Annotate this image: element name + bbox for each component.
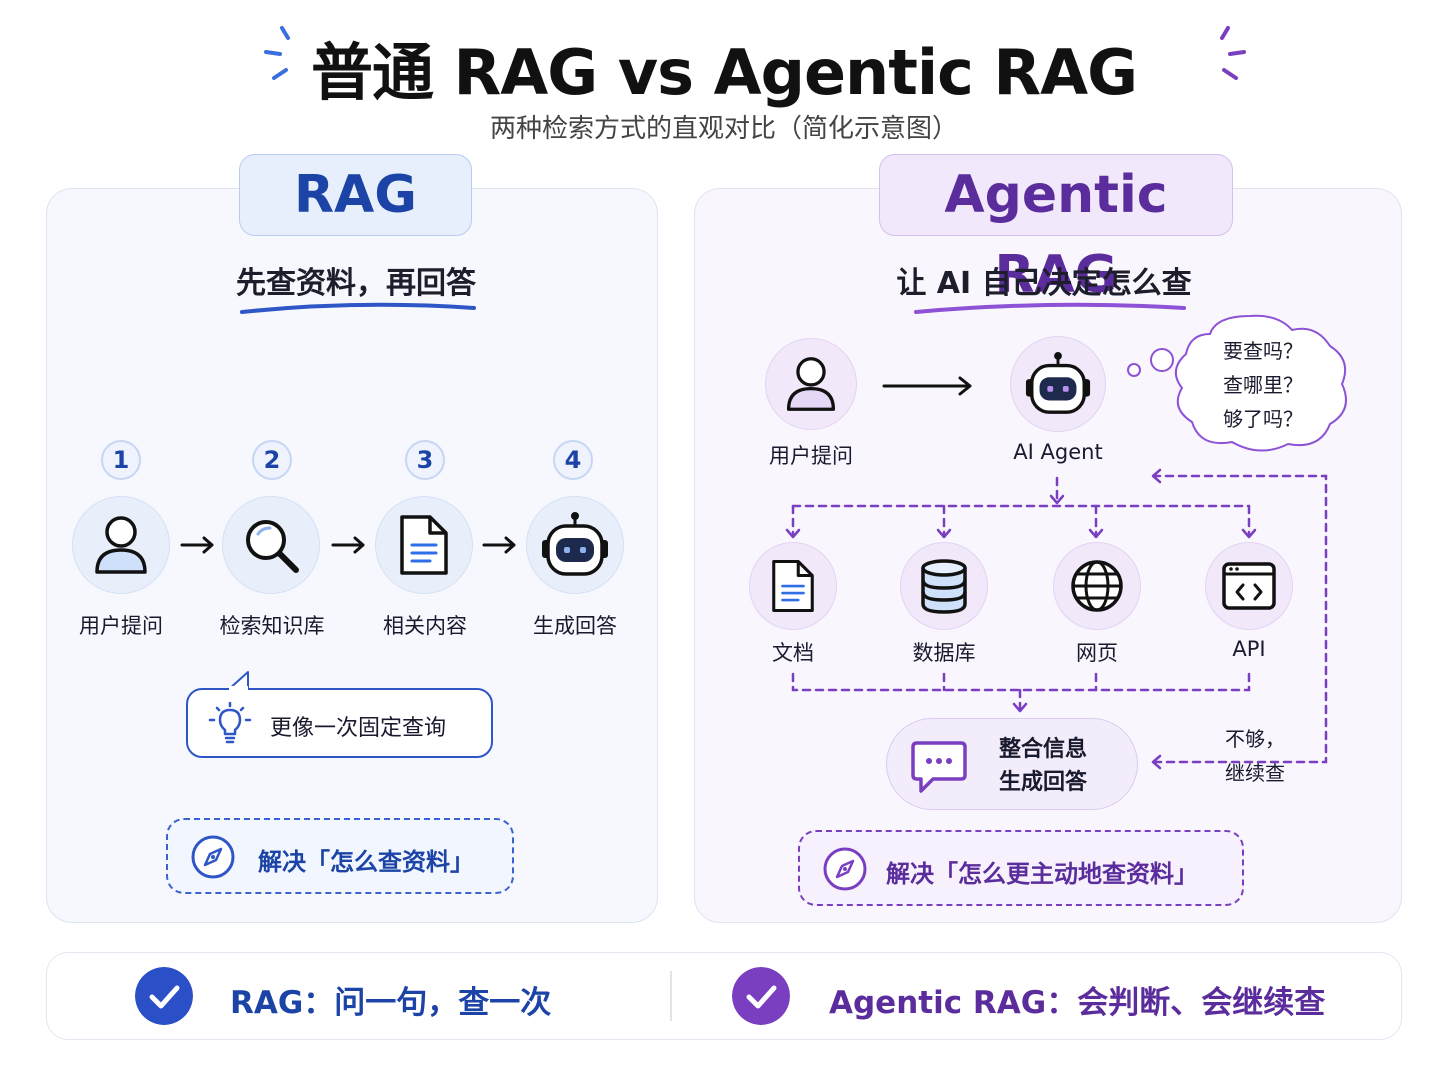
agentic-tag: Agentic RAG	[879, 154, 1233, 305]
chat-bubble-icon	[911, 741, 967, 793]
rag-note-text: 更像一次固定查询	[270, 716, 447, 741]
database-icon	[921, 559, 967, 614]
agentic-agent	[1010, 336, 1106, 432]
compass-icon	[191, 835, 235, 879]
source-database	[900, 542, 988, 630]
arrow-icon	[882, 376, 972, 396]
source-document	[749, 542, 837, 630]
source-label: 文档	[772, 641, 814, 665]
source-label: API	[1232, 637, 1266, 661]
thought-1: 要查吗？	[1223, 339, 1303, 363]
page-subtitle: 两种检索方式的直观对比（简化示意图）	[489, 114, 958, 144]
rag-headline: 先查资料，再回答	[236, 266, 476, 301]
step-number: 3	[405, 440, 445, 480]
robot-icon	[1025, 351, 1091, 414]
step-label: 生成回答	[533, 614, 617, 638]
user-icon	[95, 516, 147, 574]
arrow-icon	[482, 536, 516, 554]
arrow-icon	[180, 536, 214, 554]
rag-note: 更像一次固定查询	[186, 688, 493, 758]
answer-line: 整合信息	[999, 737, 1088, 762]
rag-headline-underline	[240, 302, 476, 314]
agentic-answer-text: 整合信息 生成回答	[999, 733, 1087, 799]
summary-agentic: Agentic RAG：会判断、会继续查	[829, 985, 1326, 1021]
thought-2: 查哪里？	[1223, 373, 1303, 397]
answer-line: 生成回答	[999, 770, 1088, 795]
retry-line: 不够，	[1225, 727, 1285, 751]
agentic-user	[765, 338, 857, 430]
step-label: 用户提问	[79, 614, 163, 638]
code-window-icon	[1222, 562, 1276, 610]
arrow-icon	[331, 536, 365, 554]
globe-icon	[1071, 560, 1123, 612]
rag-solves-box: 解决「怎么查资料」	[166, 818, 514, 894]
rag-step-user	[72, 496, 170, 594]
source-api	[1205, 542, 1293, 630]
document-icon	[772, 559, 814, 613]
agentic-flow-lines	[785, 468, 1328, 770]
agentic-headline: 让 AI 自己决定怎么查	[896, 266, 1192, 301]
lightbulb-icon	[208, 702, 252, 744]
robot-icon	[542, 512, 608, 576]
rag-step-content	[375, 496, 473, 594]
source-web	[1053, 542, 1141, 630]
agentic-solves-text: 解决「怎么更主动地查资料」	[886, 860, 1198, 888]
check-icon	[732, 967, 790, 1025]
check-icon	[135, 967, 193, 1025]
rag-step-search	[222, 496, 320, 594]
step-label: 相关内容	[383, 614, 467, 638]
note-pointer	[227, 671, 249, 691]
step-label: 检索知识库	[219, 614, 325, 638]
agentic-agent-label: AI Agent	[1013, 440, 1103, 464]
source-label: 网页	[1076, 641, 1118, 665]
compass-icon	[823, 847, 867, 891]
step-number: 2	[252, 440, 292, 480]
sparkle-right-icon	[1220, 26, 1246, 80]
agentic-headline-underline	[914, 302, 1186, 314]
rag-tag: RAG	[239, 154, 472, 236]
agentic-answer-box: 整合信息 生成回答	[886, 718, 1138, 810]
summary-divider	[670, 971, 672, 1021]
step-number: 1	[101, 440, 141, 480]
thought-3: 够了吗？	[1223, 407, 1303, 431]
user-icon	[786, 357, 836, 411]
rag-step-answer	[526, 496, 624, 594]
sparkle-left-icon	[264, 26, 290, 80]
search-icon	[246, 520, 299, 573]
agentic-retry-text: 不够， 继续查	[1225, 722, 1285, 790]
retry-line: 继续查	[1225, 761, 1285, 785]
summary-rag: RAG：问一句，查一次	[230, 985, 552, 1021]
thought-bubble	[1127, 314, 1347, 452]
summary-bar: RAG：问一句，查一次 Agentic RAG：会判断、会继续查	[46, 952, 1402, 1040]
rag-solves-text: 解决「怎么查资料」	[258, 848, 474, 876]
source-label: 数据库	[912, 641, 976, 665]
document-icon	[400, 515, 448, 575]
agentic-solves-box: 解决「怎么更主动地查资料」	[798, 830, 1244, 906]
page-title: 普通 RAG vs Agentic RAG	[310, 36, 1138, 109]
agentic-user-label: 用户提问	[769, 444, 853, 468]
step-number: 4	[553, 440, 593, 480]
